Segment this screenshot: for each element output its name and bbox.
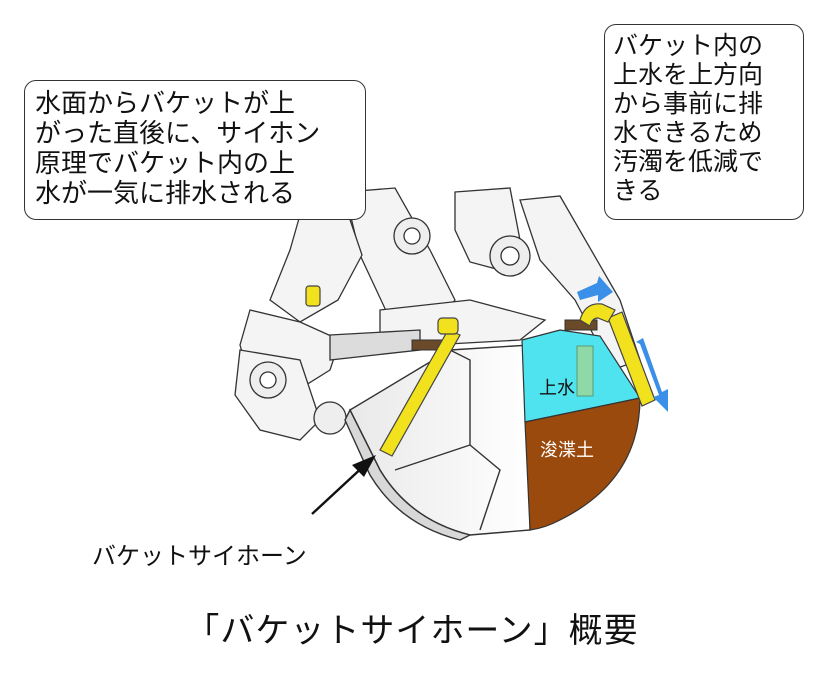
soil-region (524, 397, 641, 531)
callout-right-line-5: 汚濁を低減で (613, 147, 764, 176)
callout-left-line-3: 原理でバケット内の上 (35, 149, 296, 179)
callout-left-line-2: がった直後に、サイホン (35, 119, 321, 149)
callout-right-line-2: 上水を上方向 (613, 60, 764, 89)
siphon-pipes (305, 285, 656, 457)
bucket-frame (234, 187, 641, 441)
water-label: 上水 (539, 378, 575, 399)
figure-caption: 「バケットサイホーン」概要 (185, 611, 639, 651)
callout-left-line-1: 水面からバケットが上 (35, 89, 296, 119)
callout-right-line-1: バケット内の (613, 31, 764, 60)
callout-right-line-6: きる (613, 176, 663, 205)
flow-arrows (577, 276, 668, 412)
callout-left-line-4: 水が一気に排水される (35, 179, 296, 209)
callout-right-line-4: 水できるため (613, 118, 763, 147)
siphon-intake-pipe (576, 345, 594, 397)
siphon-label: バケットサイホーン (92, 542, 307, 570)
soil-label: 浚渫土 (540, 440, 594, 461)
callout-turbidity-explanation: バケット内の 上水を上方向 から事前に排 水できるため 汚濁を低減で きる (604, 24, 804, 220)
siphon-pointer-arrow (311, 455, 376, 515)
callout-siphon-explanation: 水面からバケットが上 がった直後に、サイホン 原理でバケット内の上 水が一気に排… (24, 80, 366, 220)
callout-right-line-3: から事前に排 (613, 89, 764, 118)
